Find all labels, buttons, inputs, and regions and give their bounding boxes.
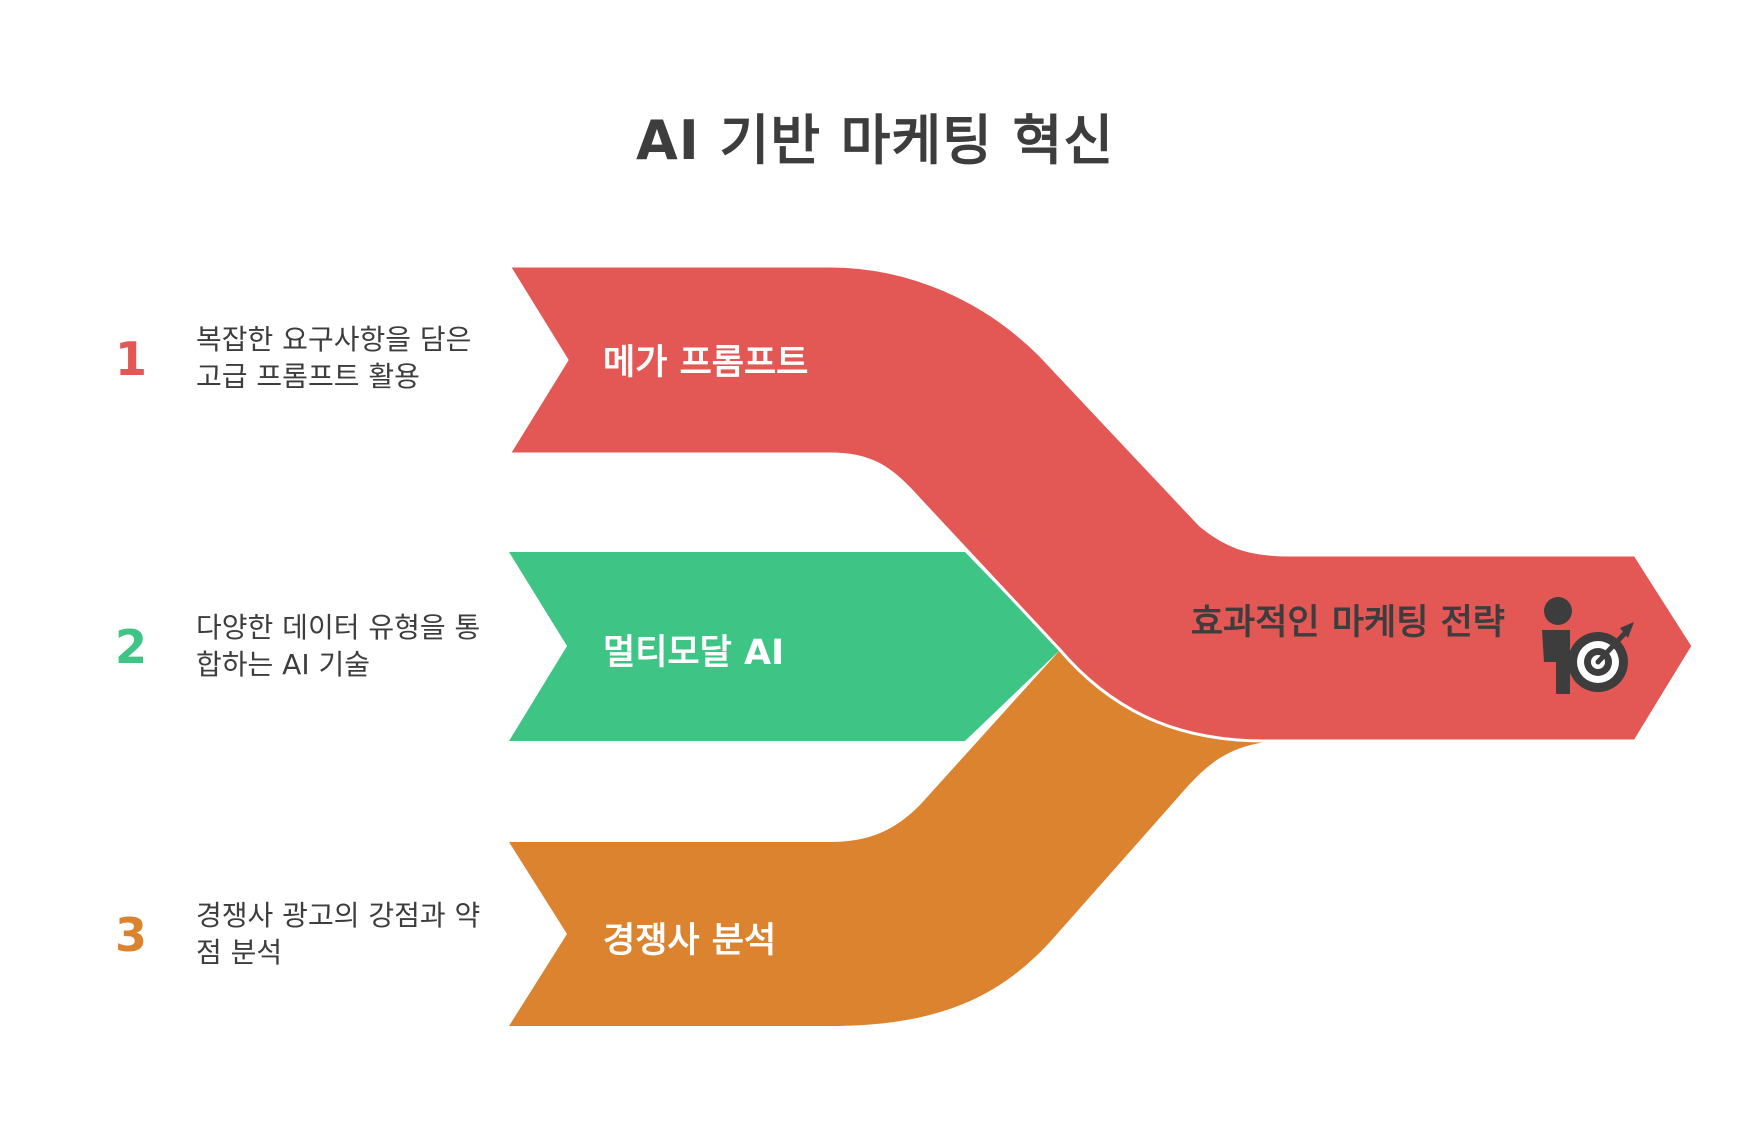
band-mega-prompt [507, 264, 1695, 743]
step-description-2: 다양한 데이터 유형을 통합하는 AI 기술 [196, 611, 481, 681]
step-label-3: 경쟁사 분석 [603, 921, 777, 961]
result-label: 효과적인 마케팅 전략 [1190, 603, 1505, 643]
band-competitor-analysis [509, 650, 1265, 1026]
step-number-1: 1 [114, 332, 147, 386]
person-target-icon [1542, 597, 1634, 694]
band-multimodal-ai [509, 552, 1060, 741]
step-number-2: 2 [114, 620, 147, 674]
page-title: AI 기반 마케팅 혁신 [635, 109, 1115, 172]
step-description-1: 복잡한 요구사항을 담은 고급 프롬프트 활용 [196, 323, 472, 393]
step-description-3: 경쟁사 광고의 강점과 약점 분석 [196, 899, 481, 969]
step-label-1: 메가 프롬프트 [603, 343, 809, 383]
step-number-3: 3 [114, 908, 147, 962]
step-label-2: 멀티모달 AI [603, 633, 785, 673]
